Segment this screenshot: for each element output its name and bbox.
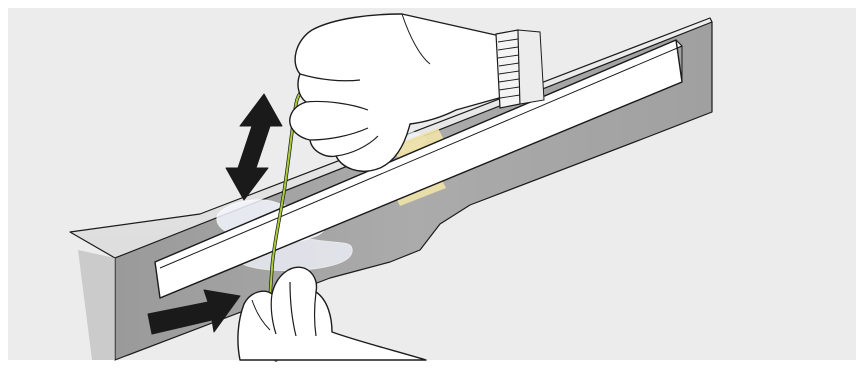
wall-left-shading xyxy=(78,250,115,360)
double-headed-vertical-arrow-icon xyxy=(226,94,282,200)
